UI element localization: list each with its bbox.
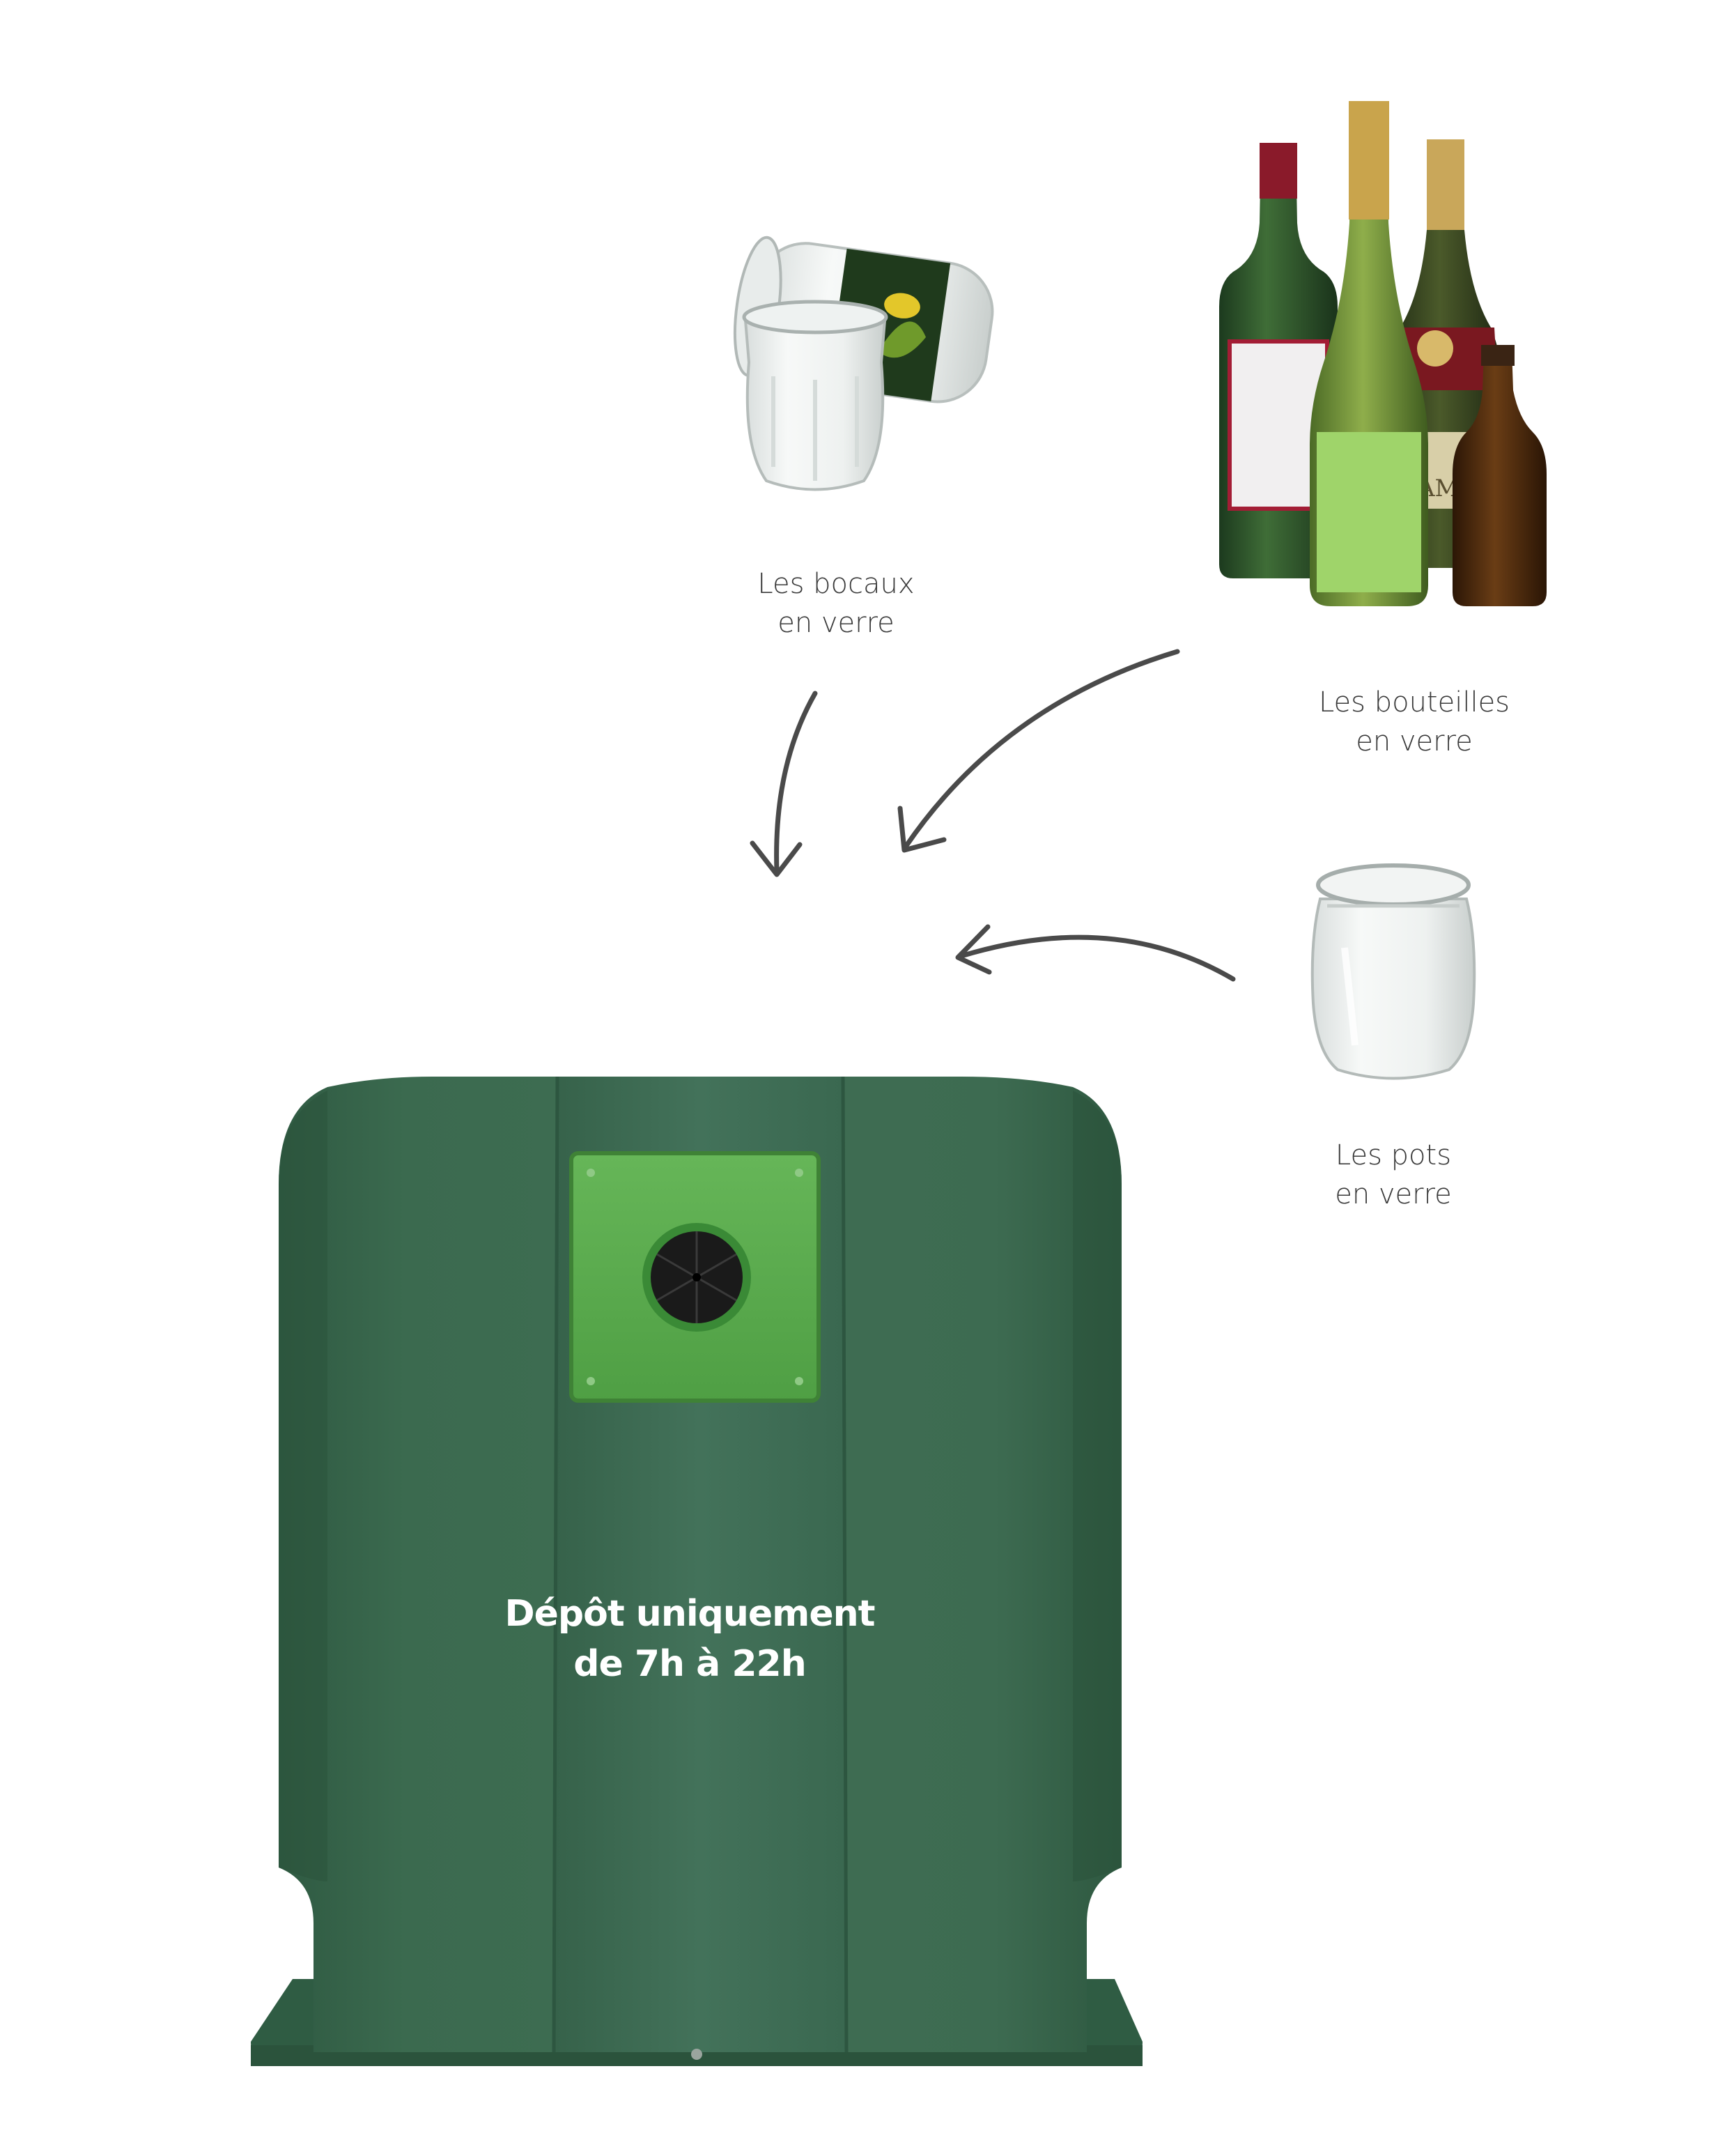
arrow-from-pots — [955, 924, 1236, 982]
glass-bottles-icon: AMP — [1219, 101, 1547, 606]
label-pots: Les pots en verre — [1275, 1136, 1512, 1214]
glass-pot-icon — [1310, 863, 1476, 1080]
arrows — [750, 649, 1236, 982]
glass-container — [251, 1076, 1143, 2066]
label-bottles-line1: Les bouteilles — [1318, 686, 1510, 718]
glass-jars-icon — [733, 236, 994, 491]
deposit-hours-notice: Dépôt uniquement de 7h à 22h — [432, 1589, 947, 1689]
label-bottles: Les bouteilles en verre — [1268, 683, 1561, 761]
label-bottles-line2: en verre — [1356, 725, 1473, 757]
label-pots-line1: Les pots — [1335, 1139, 1452, 1171]
label-pots-line2: en verre — [1335, 1178, 1452, 1210]
label-jars-line1: Les bocaux — [757, 568, 915, 600]
label-jars-line2: en verre — [777, 607, 895, 639]
notice-line2: de 7h à 22h — [573, 1643, 806, 1685]
arrow-from-jars — [750, 691, 818, 877]
notice-line1: Dépôt uniquement — [504, 1593, 875, 1635]
arrow-from-bottles — [897, 649, 1180, 853]
label-jars: Les bocaux en verre — [718, 564, 954, 642]
